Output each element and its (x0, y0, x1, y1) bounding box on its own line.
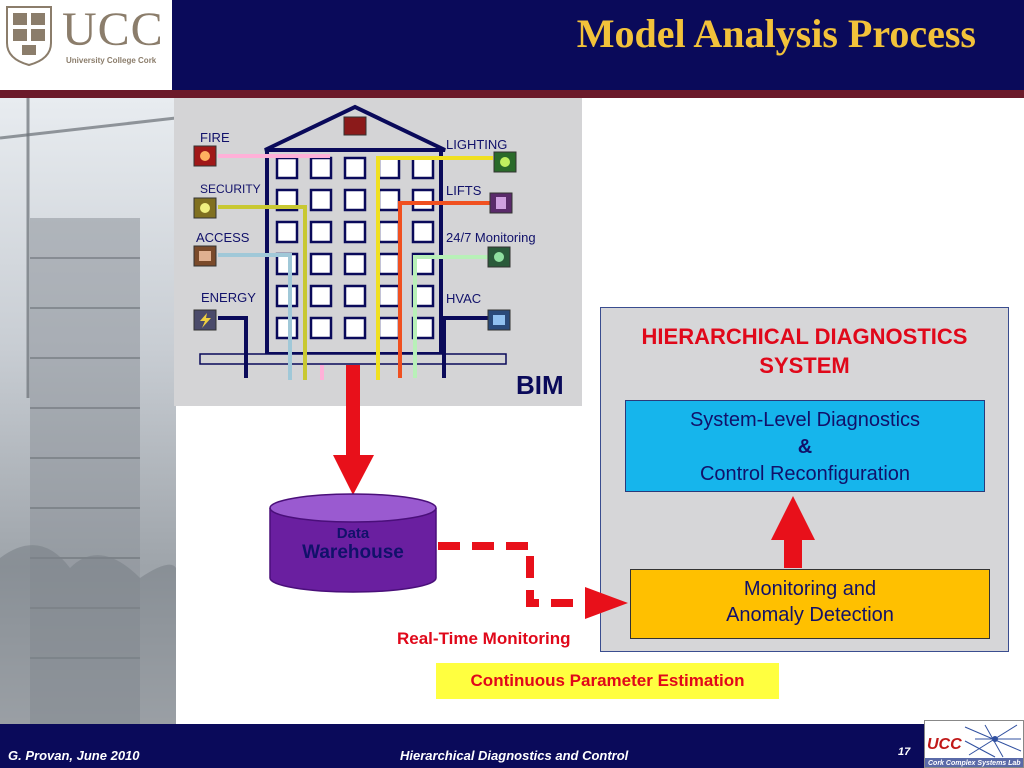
header-rule (0, 90, 1024, 98)
lab-logo-mark: UCC (927, 736, 962, 753)
bim-label-fire: FIRE (200, 130, 230, 145)
bim-panel (174, 98, 582, 406)
sld-line2: & (797, 436, 813, 458)
data-warehouse-label: Data Warehouse (268, 525, 438, 564)
bim-label-lighting: LIGHTING (446, 137, 508, 152)
mad-line1: Monitoring and (743, 578, 877, 600)
bim-label-hvac: HVAC (446, 291, 482, 306)
diagnostics-heading-line1: HIERARCHICAL DIAGNOSTICS (641, 324, 968, 349)
system-level-diagnostics-box: System-Level Diagnostics & Control Recon… (625, 400, 985, 492)
bim-label-security: SECURITY (200, 182, 261, 196)
bim-label-access: ACCESS (196, 230, 250, 245)
bim-title: BIM (516, 370, 564, 400)
header-bar: UCC University College Cork Model Analys… (0, 0, 1024, 90)
data-warehouse-line1: Data (336, 525, 370, 542)
building-photo-art (0, 98, 177, 724)
ucc-logo: UCC University College Cork (0, 0, 172, 90)
monitoring-anomaly-box: Monitoring and Anomaly Detection (630, 569, 990, 639)
real-time-monitoring-label: Real-Time Monitoring (397, 629, 571, 648)
sld-line3: Control Reconfiguration (699, 463, 911, 485)
footer-author: G. Provan, June 2010 (8, 748, 140, 763)
page-number: 17 (898, 746, 911, 758)
slide-title: Model Analysis Process (576, 11, 976, 56)
building-photo (0, 98, 177, 724)
bim-label-lifts: LIFTS (446, 183, 482, 198)
lab-network-icon: UCC Cork Complex Systems Lab (925, 724, 1023, 767)
sld-line1: System-Level Diagnostics (689, 409, 921, 431)
diagnostics-heading: HIERARCHICAL DIAGNOSTICS SYSTEM (601, 322, 1008, 380)
footer-center-title: Hierarchical Diagnostics and Control (400, 748, 629, 763)
hierarchical-diagnostics-panel: HIERARCHICAL DIAGNOSTICS SYSTEM System-L… (600, 307, 1009, 652)
ucc-wordmark: UCC (62, 3, 164, 56)
data-warehouse-line2: Warehouse (302, 542, 404, 563)
crest-icon (6, 6, 52, 67)
mad-line2: Anomaly Detection (726, 604, 894, 626)
footer-bar: G. Provan, June 2010 Hierarchical Diagno… (0, 724, 1024, 768)
bim-label-energy: ENERGY (201, 290, 256, 305)
bim-label-monitoring-247: 24/7 Monitoring (446, 230, 536, 245)
cork-complex-systems-lab-logo: UCC Cork Complex Systems Lab (924, 720, 1024, 768)
ucc-subtitle: University College Cork (66, 56, 157, 65)
lab-logo-text: Cork Complex Systems Lab (928, 760, 1021, 767)
continuous-parameter-estimation-box: Continuous Parameter Estimation (436, 663, 779, 699)
diagnostics-heading-line2: SYSTEM (759, 353, 850, 378)
